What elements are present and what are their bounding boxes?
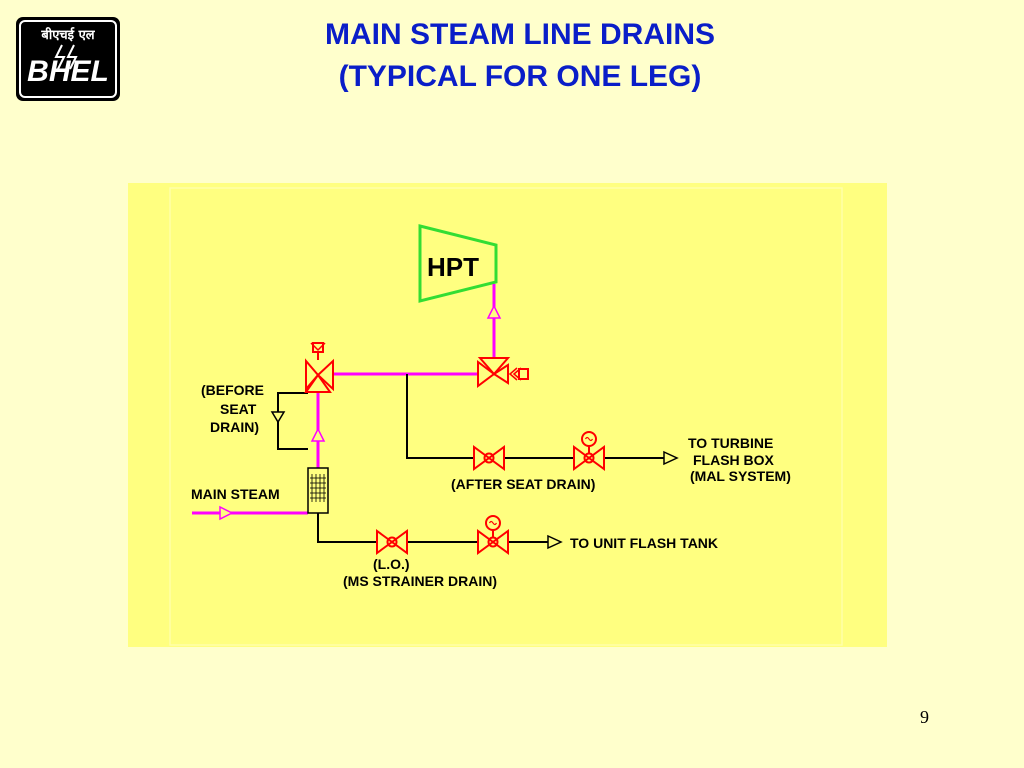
drain-lines [277, 374, 665, 543]
ms-strainer-drain-label: (MS STRAINER DRAIN) [343, 573, 497, 589]
to-turbine-label-3: (MAL SYSTEM) [690, 468, 791, 484]
before-seat-label-2: SEAT [220, 401, 257, 417]
logo-devanagari: बीएचई एल [40, 27, 95, 43]
lo-label: (L.O.) [373, 556, 410, 572]
logo-text: BHEL [27, 55, 109, 88]
hpt-turbine [418, 224, 498, 303]
diagram-panel [128, 183, 887, 647]
lightning-icon [66, 44, 78, 70]
page-number: 9 [920, 707, 929, 727]
flow-arrow-icon [310, 427, 326, 442]
main-stop-valve [304, 342, 334, 393]
after-seat-drain-label: (AFTER SEAT DRAIN) [451, 476, 595, 492]
ms-strainer [307, 467, 329, 514]
control-valve [477, 357, 529, 388]
main-steam-lines [192, 284, 496, 515]
hpt-label: HPT [427, 252, 479, 282]
page-title-line2: (TYPICAL FOR ONE LEG) [338, 60, 702, 93]
before-seat-label-3: DRAIN) [210, 419, 259, 435]
to-turbine-label-1: TO TURBINE [688, 435, 773, 451]
before-seat-label-1: (BEFORE [201, 382, 264, 398]
main-steam-label: MAIN STEAM [191, 486, 280, 502]
flow-arrow-icon [486, 304, 502, 319]
to-unit-flash-tank-label: TO UNIT FLASH TANK [570, 535, 718, 551]
bhel-logo: बीएचई एल BHEL [16, 17, 120, 101]
to-turbine-label-2: FLASH BOX [693, 452, 775, 468]
lightning-icon [54, 44, 66, 70]
page-title-line1: MAIN STEAM LINE DRAINS [325, 18, 715, 51]
drain-arrow-icon [547, 534, 563, 550]
drain-arrow-icon [270, 411, 286, 424]
drain-arrow-icon [663, 450, 679, 466]
flow-arrow-icon [219, 505, 234, 521]
